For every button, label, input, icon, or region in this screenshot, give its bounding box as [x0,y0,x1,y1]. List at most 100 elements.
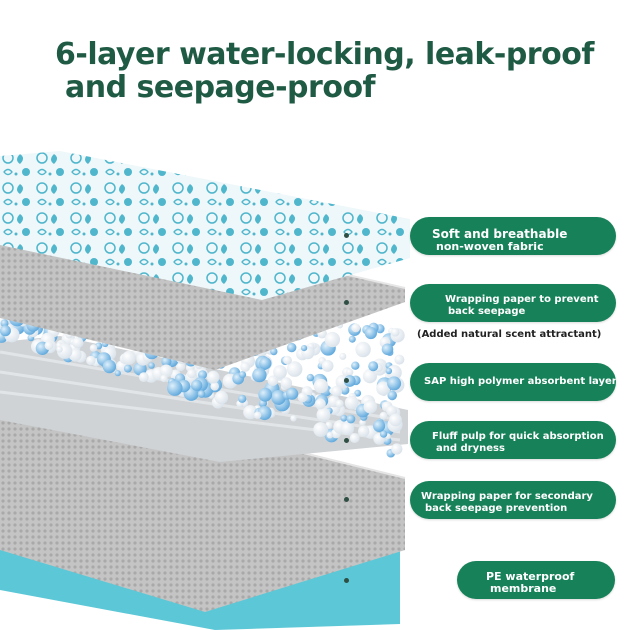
fluff-pulp-layer [0,336,408,462]
sap-bead [379,430,388,438]
sap-bead [243,405,258,420]
sap-bead [321,360,334,372]
sap-bead [138,372,149,382]
sap-bead [271,390,286,405]
sap-bead [331,385,342,397]
sap-bead [316,407,331,422]
sap-bead [376,381,391,396]
sap-bead [379,411,388,420]
sap-bead [391,443,403,455]
label-secondary-wrapping-paper: Wrapping paper for secondary back seepag… [410,481,616,519]
scent-attractant-note: (Added natural scent attractant) [417,329,602,340]
sap-bead [362,369,377,384]
sap-bead [290,415,297,422]
sap-bead [175,361,186,372]
sap-bead [306,373,315,382]
secondary-paper-connector-dot [344,497,349,502]
sap-bead [385,367,393,375]
sap-bead [283,355,292,365]
sap-bead [301,345,308,352]
sap-bead [381,343,394,356]
sap-bead [56,346,63,353]
sap-bead [315,398,326,410]
sap-bead [114,370,121,377]
title-line-1: 6-layer water-locking, leak-proof [55,37,594,72]
label-sap-layer: SAP high polymer absorbent layer [410,363,616,401]
label-wrapping-paper: Wrapping paper to prevent back seepage [410,284,616,322]
sap-bead [197,390,206,398]
non-woven-fabric-layer [0,150,410,300]
sap-bead [387,390,398,401]
sap-bead [355,341,371,358]
fabric-connector-dot [344,233,349,238]
sap-bead [348,335,356,343]
secondary-wrapping-paper-layer [0,398,405,612]
sap-bead [167,380,183,396]
sap-bead [206,370,220,384]
sap-bead [389,413,402,427]
pulp-connector-dot [344,438,349,443]
sap-bead [159,364,173,378]
sap-bead [346,368,354,376]
sap-bead [0,325,11,337]
sap-bead [258,387,273,402]
title-line-2: and seepage-proof [65,70,376,105]
label-fluff-pulp: Fluff pulp for quick absorption and dryn… [410,421,616,459]
sap-bead [339,352,347,360]
sap-bead [391,328,400,337]
sap-bead [297,392,308,403]
sap-bead [0,319,9,328]
sap-bead [187,368,197,379]
sap-bead [358,425,370,437]
sap-bead [326,432,334,439]
pe-connector-dot [344,578,349,583]
sap-bead [102,359,117,374]
sap-bead [240,362,251,372]
sap-bead [324,331,340,348]
sap-bead [160,374,168,383]
sap-bead [44,341,54,350]
sap-bead [252,367,267,383]
sap-bead [280,377,293,389]
sap-bead [387,376,402,391]
sap-bead [340,414,348,422]
sap-connector-dot [344,378,349,383]
sap-bead [363,399,378,414]
sap-bead [359,419,366,426]
sap-bead [270,347,278,356]
paper-connector-dot [344,300,349,305]
sap-bead [287,342,297,353]
sap-bead [210,382,219,391]
sap-bead [161,356,172,367]
sap-bead [351,361,360,370]
sap-bead [253,411,262,419]
sap-bead [386,405,397,417]
sap-bead [273,365,287,379]
sap-bead [267,375,279,387]
sap-bead [123,364,132,373]
page-title: 6-layer water-locking, leak-proof and se… [55,38,625,104]
sap-bead [148,362,155,369]
sap-bead [259,357,272,370]
sap-bead [238,371,247,379]
sap-bead [86,355,96,366]
sap-bead [198,370,207,380]
label-non-woven-fabric: Soft and breathable non-woven fabric [410,217,616,255]
sap-bead [313,378,329,394]
sap-bead [341,421,355,435]
sap-bead [214,390,229,405]
sap-bead [344,395,359,410]
sap-bead [286,387,299,400]
sap-bead [89,344,98,352]
sap-bead [191,379,203,391]
sap-bead [394,354,405,365]
sap-bead [238,394,247,403]
sap-bead [122,350,136,365]
sap-bead [349,433,360,444]
sap-bead [364,326,377,340]
sap-bead [346,414,356,424]
sap-bead [351,323,361,333]
sap-bead [373,419,386,432]
sap-bead [368,361,379,372]
